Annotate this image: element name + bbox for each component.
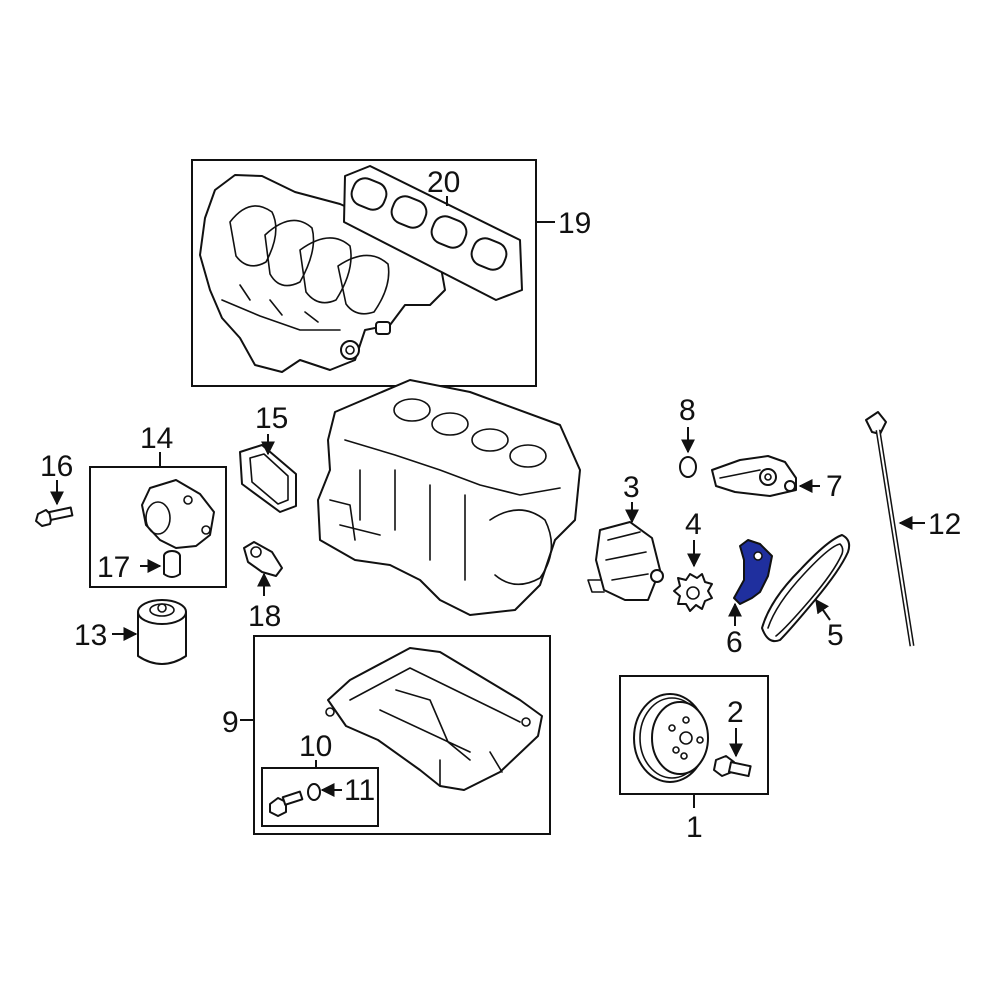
callout-9[interactable]: 9 <box>222 706 239 739</box>
oil-filter-housing[interactable] <box>141 479 215 549</box>
timing-chain[interactable] <box>761 534 851 643</box>
oil-dipstick[interactable] <box>865 411 915 647</box>
callout-7[interactable]: 7 <box>826 470 843 503</box>
callout-1[interactable]: 1 <box>686 811 703 844</box>
group-box-19 <box>191 159 537 387</box>
oil-pan-group <box>240 635 551 835</box>
oil-filter-housing-group <box>89 452 227 588</box>
oil-filter[interactable] <box>137 599 187 665</box>
callout-8[interactable]: 8 <box>679 394 696 427</box>
callout-4[interactable]: 4 <box>685 508 702 541</box>
crank-pulley-group <box>619 675 769 808</box>
engine-block[interactable] <box>317 379 581 616</box>
callout-16[interactable]: 16 <box>40 450 73 483</box>
callout-17[interactable]: 17 <box>97 551 130 584</box>
callout-13[interactable]: 13 <box>74 619 107 652</box>
oil-pan[interactable] <box>325 647 543 791</box>
callout-15[interactable]: 15 <box>255 402 288 435</box>
oil-pump-sprocket[interactable] <box>673 573 713 612</box>
bolt-16[interactable] <box>35 506 74 527</box>
intake-manifold-group <box>191 159 555 387</box>
callout-6[interactable]: 6 <box>726 626 743 659</box>
callout-2[interactable]: 2 <box>727 696 744 729</box>
callout-12[interactable]: 12 <box>928 508 961 541</box>
chain-tensioner-highlighted[interactable] <box>733 539 773 605</box>
drain-plug-box <box>261 767 379 827</box>
callout-5[interactable]: 5 <box>827 619 844 652</box>
callout-labels: 1 2 3 4 5 6 7 8 9 10 11 12 13 14 15 16 1… <box>40 166 961 844</box>
drain-plug-washer[interactable] <box>307 783 321 801</box>
callout-11[interactable]: 11 <box>344 774 375 807</box>
pump-cover[interactable] <box>711 455 797 497</box>
callout-20[interactable]: 20 <box>427 166 460 199</box>
intake-gasket-set[interactable] <box>343 165 523 301</box>
crankshaft-pulley[interactable] <box>633 693 709 783</box>
filter-housing-seal[interactable] <box>163 550 181 578</box>
oil-pump[interactable] <box>587 521 664 601</box>
callout-3[interactable]: 3 <box>623 471 640 504</box>
callout-18[interactable]: 18 <box>248 600 281 633</box>
pulley-bolt[interactable] <box>713 755 752 778</box>
filter-adapter-gasket[interactable] <box>239 444 297 513</box>
oil-pressure-sensor[interactable] <box>243 541 283 577</box>
drain-plug[interactable] <box>269 790 304 817</box>
o-ring[interactable] <box>679 456 697 478</box>
callout-19[interactable]: 19 <box>558 207 591 240</box>
callout-14[interactable]: 14 <box>140 422 173 455</box>
callout-10[interactable]: 10 <box>299 730 332 763</box>
